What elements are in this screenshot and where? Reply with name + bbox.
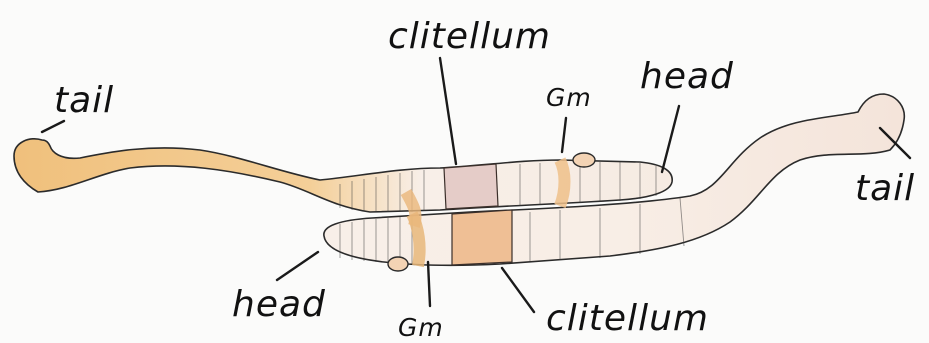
leader-tail-left — [42, 121, 64, 132]
label-clitellum-top: clitellum — [388, 16, 551, 57]
upper-worm-body — [14, 139, 672, 212]
leader-head-bottom — [277, 252, 318, 280]
label-tail-left: tail — [54, 80, 114, 121]
leader-gm-top — [562, 118, 566, 152]
label-gm-bottom: Gm — [398, 313, 444, 342]
leader-gm-bottom — [428, 262, 430, 306]
upper-clitellum — [444, 164, 498, 209]
label-head-bottom: head — [232, 284, 326, 325]
label-clitellum-bottom: clitellum — [546, 298, 709, 339]
leader-clitellum-top — [440, 58, 456, 164]
label-gm-top: Gm — [546, 83, 592, 112]
label-tail-right: tail — [855, 168, 915, 209]
leader-clitellum-bottom — [502, 268, 534, 312]
leader-head-top — [662, 106, 679, 172]
lower-clitellum — [452, 210, 512, 265]
label-head-top: head — [640, 56, 734, 97]
upper-gm-swelling — [573, 153, 595, 167]
lower-gm-swelling — [388, 257, 408, 271]
